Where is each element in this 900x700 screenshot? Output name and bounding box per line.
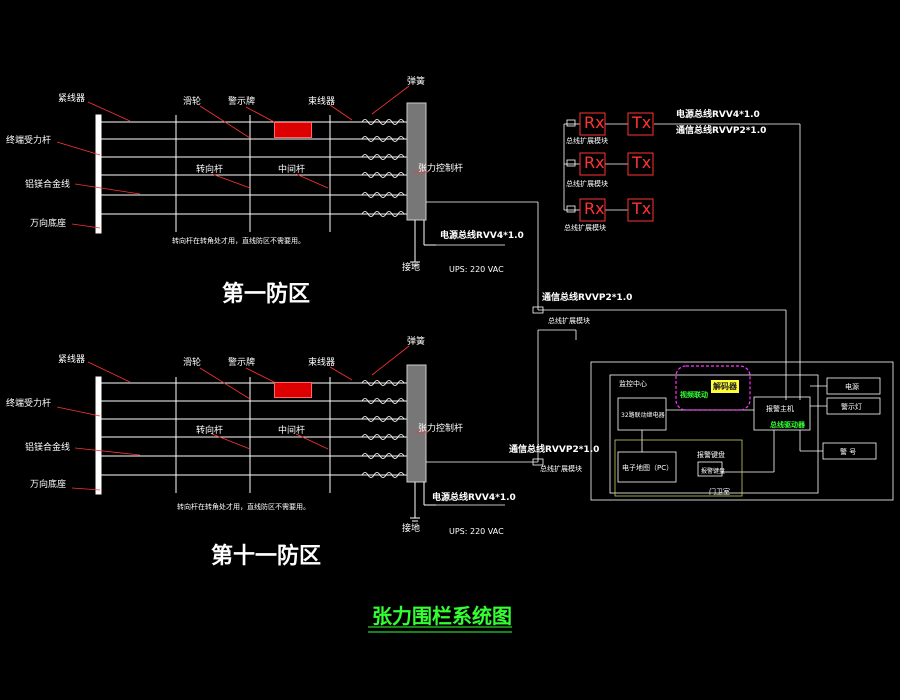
zone1-leaders [56,85,428,229]
zone1-base-label: 万向底座 [30,219,67,229]
decoder-label: 解码器 [711,380,739,393]
zone1-turn-post-label: 转向杆 [196,165,224,175]
zone1-power-bus-label: 电源总线RVV4*1.0 [440,231,524,241]
zone1-note: 转向杆在转角处才用，直线防区不需要用。 [172,237,305,245]
rx-1: Rx [584,113,605,132]
zone1-end-post-label: 终端受力杆 [6,136,52,146]
diagram-title: 张力围栏系统图 [372,604,512,628]
zone11-bundler-label: 束线器 [308,358,336,368]
zone1-title: 第一防区 [222,282,311,307]
zone11-tensioner-label: 紧线器 [58,355,86,365]
zone1-warning-sign [274,122,312,138]
decoder-cloud [675,365,751,411]
zone11-power-bus-label: 电源总线RVV4*1.0 [432,493,516,503]
keyboard-area-label: 报警键盘 [697,451,725,459]
light-label: 警示灯 [841,403,862,411]
zone1-pulley-label: 滑轮 [183,97,202,107]
net-bus-ext-1: 总线扩展模块 [566,137,608,145]
zone1-fence [95,102,436,266]
zone11-base-label: 万向底座 [30,480,67,490]
zone1-tensioner-label: 紧线器 [58,94,86,104]
zone1-warning-label: 警示牌 [228,97,256,107]
rxtx-boxes [579,112,654,222]
zone1-middle-post-label: 中间杆 [278,165,306,175]
tx-1: Tx [632,113,652,132]
video-link-label: 视频联动 [680,391,708,399]
zone11-end-post-label: 终端受力杆 [6,399,52,409]
zone11-ups-label: UPS: 220 VAC [449,527,504,536]
zone11-title: 第十一防区 [211,544,322,569]
monitor-center-label: 监控中心 [619,380,647,388]
zone1-bus-ext-label: 总线扩展模块 [548,317,590,325]
bus-driver-label: 总线驱动器 [770,421,805,429]
zone11-pulley-label: 滑轮 [183,358,202,368]
zone11-alloy-wire-label: 铝镁合金线 [25,443,71,453]
net-bus-ext-2: 总线扩展模块 [566,180,608,188]
zone11-comm-bus-label: 通信总线RVVP2*1.0 [509,445,600,455]
zone11-turn-post-label: 转向杆 [196,426,224,436]
zone11-warning-sign [274,382,312,398]
zone11-ground-label: 接地 [402,524,421,534]
keyboard-label: 报警键盘 [701,468,726,475]
bus-ext-modules [532,119,576,466]
zone1-bundler-label: 束线器 [308,97,336,107]
zone11-bus-ext-label: 总线扩展模块 [540,465,582,473]
zone11-spring-label: 弹簧 [407,337,426,347]
zone11-fence [95,364,436,522]
zone11-note: 转向杆在转角处才用，直线防区不需要用。 [177,503,310,511]
relay-32-label: 32路联动继电器 [621,412,665,419]
zone1-comm-bus-label: 通信总线RVVP2*1.0 [542,293,633,303]
rx-3: Rx [584,199,605,218]
zone11-middle-post-label: 中间杆 [278,426,306,436]
net-comm-bus-label: 通信总线RVVP2*1.0 [676,126,767,136]
zone1-ground-label: 接地 [402,263,421,273]
net-power-bus-label: 电源总线RVV4*1.0 [676,110,760,120]
zone11-leaders [56,345,428,491]
host-label: 报警主机 [766,405,794,413]
gate-guard-box [614,439,743,497]
siren-label: 警 号 [840,448,857,456]
zone1-spring-label: 弹簧 [407,77,426,87]
zone1-tension-post-label: 张力控制杆 [418,164,464,174]
net-bus-ext-3: 总线扩展模块 [564,224,606,232]
zone11-tension-post-label: 张力控制杆 [418,424,464,434]
rx-2: Rx [584,153,605,172]
zone1-alloy-wire-label: 铝镁合金线 [25,180,71,190]
zone11-springs [361,380,405,478]
zone1-springs [361,119,405,217]
zone1-ups-label: UPS: 220 VAC [449,265,504,274]
pc-label: 电子地图（PC） [622,464,674,472]
zone11-warning-label: 警示牌 [228,358,256,368]
gate-guard-label: 门卫室 [709,488,730,496]
bus-wiring [426,123,894,506]
power-label: 电源 [845,383,859,391]
tx-3: Tx [632,199,652,218]
tx-2: Tx [632,153,652,172]
